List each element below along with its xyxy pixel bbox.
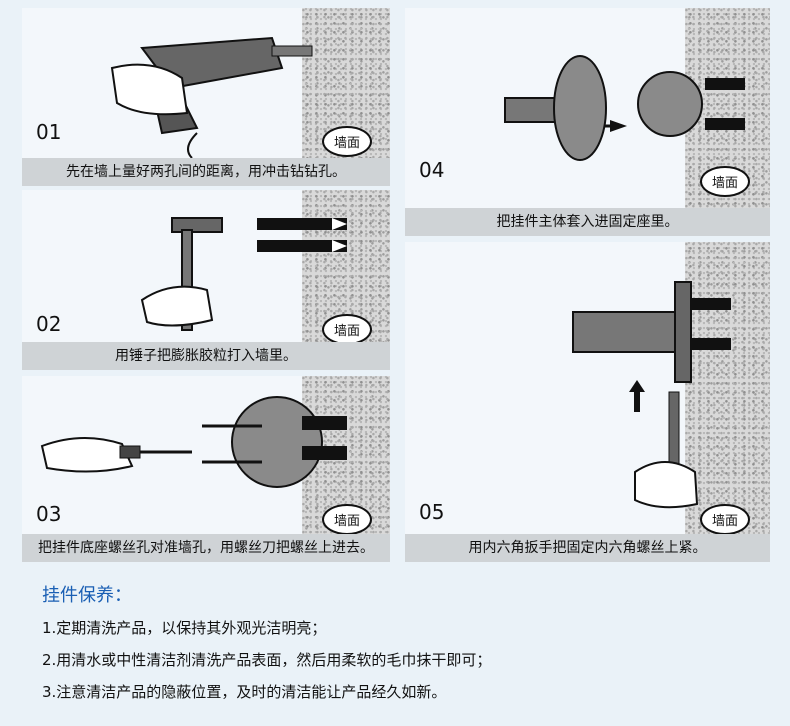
care-item-1: 1.定期清洗产品，以保持其外观光洁明亮； <box>42 619 327 637</box>
care-item-3: 3.注意清洁产品的隐蔽位置，及时的清洁能让产品经久如新。 <box>42 683 447 701</box>
step-caption: 用内六角扳手把固定内六角螺丝上紧。 <box>405 534 770 562</box>
wall-label: 墙面 <box>322 504 373 535</box>
wall-texture <box>302 190 390 342</box>
mount-body-illustration <box>504 55 745 161</box>
wall-label: 墙面 <box>700 504 751 535</box>
wall-label: 墙面 <box>322 126 373 157</box>
wall-texture <box>302 8 390 158</box>
care-section: 挂件保养： 1.定期清洗产品，以保持其外观光洁明亮； 2.用清水或中性清洁剂清洗… <box>0 565 790 726</box>
step-caption: 把挂件底座螺丝孔对准墙孔，用螺丝刀把螺丝上进去。 <box>22 534 390 562</box>
step-panel-02: 02 墙面 用锤子把膨胀胶粒打入墙里。 <box>22 190 390 370</box>
step-number: 05 <box>419 500 445 524</box>
step-panel-05: 05 墙面 用内六角扳手把固定内六角螺丝上紧。 <box>405 242 770 562</box>
wall-texture <box>685 242 770 534</box>
wall-label: 墙面 <box>700 166 751 197</box>
screwdriver-illustration <box>40 396 347 488</box>
step-panel-01: 01 墙面 先在墙上量好两孔间的距离，用冲击钻钻孔。 <box>22 8 390 186</box>
wall-label: 墙面 <box>322 314 373 345</box>
step-number: 01 <box>36 120 62 144</box>
step-number: 02 <box>36 312 62 336</box>
drill-illustration <box>110 36 313 158</box>
hex-key-illustration <box>572 281 731 509</box>
step-caption: 先在墙上量好两孔间的距离，用冲击钻钻孔。 <box>22 158 390 186</box>
step-caption: 把挂件主体套入进固定座里。 <box>405 208 770 236</box>
step-number: 04 <box>419 158 445 182</box>
step-number: 03 <box>36 502 62 526</box>
care-item-2: 2.用清水或中性清洁剂清洗产品表面，然后用柔软的毛巾抹干即可； <box>42 651 492 669</box>
step-panel-03: 03 墙面 把挂件底座螺丝孔对准墙孔，用螺丝刀把螺丝上进去。 <box>22 376 390 562</box>
step-caption: 用锤子把膨胀胶粒打入墙里。 <box>22 342 390 370</box>
care-title: 挂件保养： <box>42 585 132 606</box>
step-panel-04: 04 墙面 把挂件主体套入进固定座里。 <box>405 8 770 236</box>
hammer-illustration <box>140 217 347 331</box>
